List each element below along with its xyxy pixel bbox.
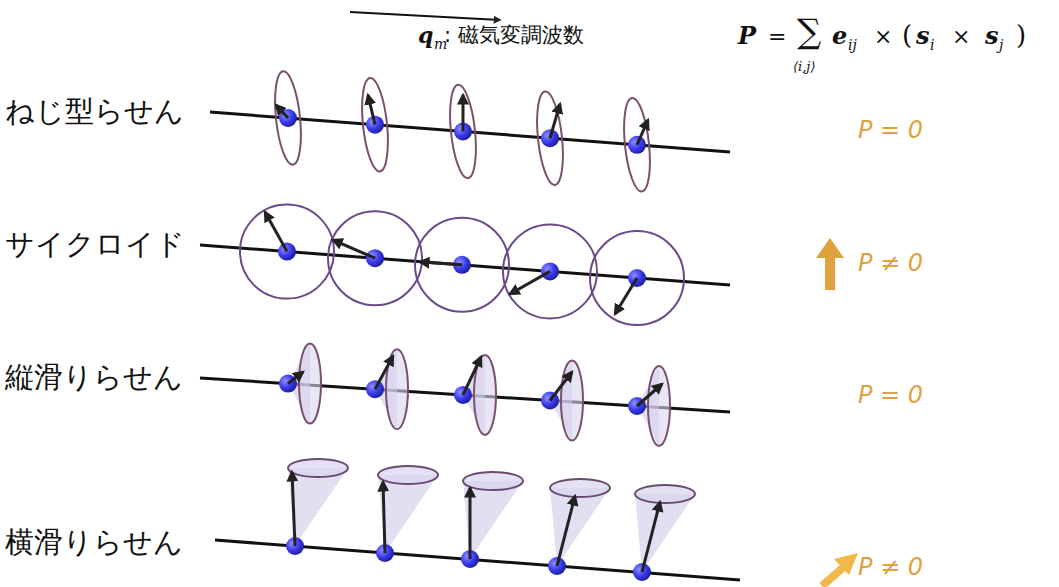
row-label: ねじ型らせん (5, 97, 184, 126)
formula-paren: ) (1016, 22, 1026, 48)
subscript: j (999, 38, 1003, 52)
formula-symbol: P (738, 24, 756, 48)
row-label: 横滑りらせん (5, 528, 183, 557)
formula-operator: = (768, 26, 786, 48)
polarization-label: P = 0 (858, 118, 923, 142)
polarization-label: P = 0 (858, 383, 923, 407)
formula-operator: × (952, 26, 970, 48)
formula-symbol: s (916, 24, 930, 48)
formula-operator: ∑ (797, 14, 821, 48)
formula-paren: ( (902, 22, 912, 48)
wavevector-symbol: q (418, 24, 433, 46)
formula-index: ⟨i,j⟩ (793, 60, 815, 73)
polarization-label: P ≠ 0 (858, 555, 923, 579)
formula-symbol: e (832, 24, 847, 48)
subscript: ij (848, 38, 857, 52)
polarization-label: P ≠ 0 (858, 251, 923, 275)
row-label: 縦滑りらせん (5, 363, 183, 392)
wavevector-label: : 磁気変調波数 (444, 25, 584, 46)
formula-symbol: s (985, 24, 999, 48)
formula-operator: × (874, 26, 892, 48)
subscript: i (930, 38, 934, 52)
row-label: サイクロイド (5, 230, 185, 259)
